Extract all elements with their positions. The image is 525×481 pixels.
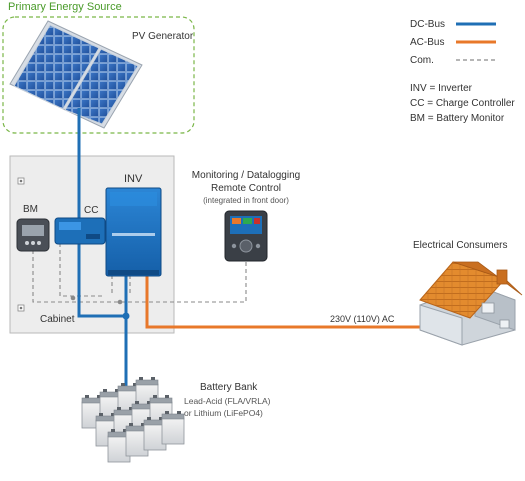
screw-icon	[17, 177, 25, 185]
electrical-consumers-label: Electrical Consumers	[413, 240, 507, 251]
com-junction	[117, 299, 123, 305]
house-icon	[419, 261, 523, 346]
screw-icon	[17, 304, 25, 312]
charge-controller-icon	[54, 217, 106, 245]
battery-bank	[81, 377, 185, 463]
com-junction	[70, 295, 76, 301]
ac-voltage-label: 230V (110V) AC	[330, 314, 395, 324]
battery-bank-line2: Lead-Acid (FLA/VRLA)	[184, 396, 271, 406]
bm-label: BM	[23, 204, 38, 215]
cabinet-label: Cabinet	[40, 314, 75, 325]
legend-abbr-cc: CC = Charge Controller	[410, 98, 515, 109]
pv-panel-icon	[9, 20, 143, 129]
legend-abbr-inv: INV = Inverter	[410, 83, 473, 94]
monitoring-title-line3: (integrated in front door)	[203, 196, 289, 205]
ac-bus-line	[145, 276, 420, 329]
monitoring-title-line1: Monitoring / Datalogging	[192, 170, 300, 181]
battery-icon	[143, 417, 167, 451]
legend-label-dc: DC-Bus	[410, 19, 445, 30]
battery-monitor-icon	[16, 218, 50, 252]
legend-label-ac: AC-Bus	[410, 37, 444, 48]
battery-bank-title: Battery Bank	[200, 382, 258, 393]
inverter-icon	[105, 187, 162, 277]
inv-label: INV	[124, 173, 143, 185]
com-lines	[32, 243, 247, 303]
primary-energy-source-frame	[2, 16, 195, 134]
legend-label-com: Com.	[410, 55, 434, 66]
battery-icon	[161, 411, 185, 445]
monitoring-title-line2: Remote Control	[211, 183, 281, 194]
battery-bank-line3: or Lithium (LiFePO4)	[184, 408, 263, 418]
legend: DC-Bus AC-Bus Com. INV = Inverter CC = C…	[410, 19, 515, 124]
remote-panel-icon	[224, 210, 268, 262]
battery-icon	[107, 429, 131, 463]
dc-bus-lines	[77, 108, 128, 398]
pv-generator-label: PV Generator	[132, 31, 194, 42]
legend-abbr-bm: BM = Battery Monitor	[410, 113, 505, 124]
dc-junction	[122, 312, 130, 320]
primary-energy-source-title: Primary Energy Source	[8, 1, 122, 13]
cc-label: CC	[84, 205, 98, 216]
